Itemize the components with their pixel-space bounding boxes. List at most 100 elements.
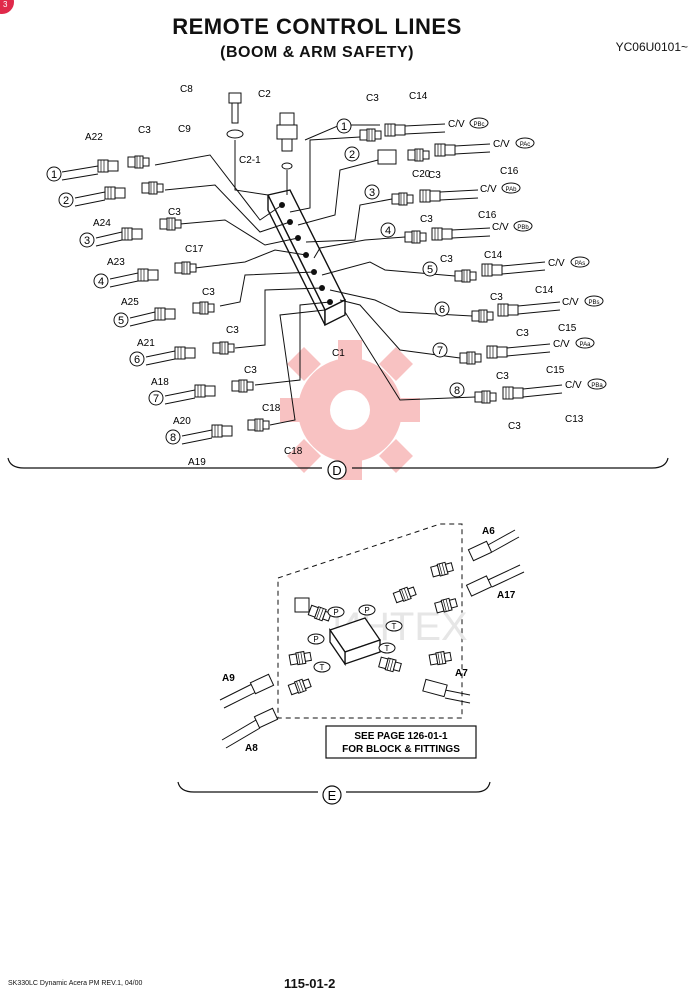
svg-text:T: T xyxy=(385,644,390,653)
fitting-c2 xyxy=(276,112,298,152)
svg-text:6: 6 xyxy=(134,354,140,366)
svg-text:2: 2 xyxy=(349,149,355,161)
svg-text:C/V: C/V xyxy=(548,258,565,269)
svg-text:C3: C3 xyxy=(226,325,239,336)
svg-text:C14: C14 xyxy=(484,250,503,261)
svg-text:3: 3 xyxy=(84,235,90,247)
svg-text:C3: C3 xyxy=(168,207,181,218)
svg-text:4: 4 xyxy=(98,276,104,288)
footer-model: SK330LC Dynamic Acera PM REV.1, 04/00 xyxy=(8,980,143,987)
o-ring-c2-1 xyxy=(281,162,293,170)
svg-text:C17: C17 xyxy=(185,244,204,255)
svg-text:A19: A19 xyxy=(188,457,206,468)
svg-text:7: 7 xyxy=(153,393,159,405)
svg-text:A20: A20 xyxy=(173,416,191,427)
see-page-note: SEE PAGE 126-01-1 FOR BLOCK & FITTINGS xyxy=(325,725,477,759)
view-d-label: D xyxy=(332,463,341,478)
svg-text:C3: C3 xyxy=(244,365,257,376)
svg-text:C16: C16 xyxy=(500,166,519,177)
svg-text:8: 8 xyxy=(170,432,176,444)
valve-block xyxy=(328,617,382,667)
svg-text:PAc: PAc xyxy=(520,142,531,148)
svg-text:PAb: PAb xyxy=(506,187,518,193)
svg-text:3: 3 xyxy=(369,187,375,199)
svg-text:P: P xyxy=(364,606,369,615)
svg-text:A21: A21 xyxy=(137,338,155,349)
svg-text:C3: C3 xyxy=(420,214,433,225)
left-circled-numbers: 1 2 3 4 5 6 7 8 xyxy=(46,166,181,445)
svg-text:C3: C3 xyxy=(366,93,379,104)
svg-text:A18: A18 xyxy=(151,377,169,388)
svg-text:SEE PAGE 126-01-1: SEE PAGE 126-01-1 xyxy=(354,731,448,742)
page-title: REMOTE CONTROL LINES xyxy=(172,14,462,39)
right-circled-numbers: 1 2 3 4 5 6 7 8 xyxy=(336,118,465,398)
svg-text:C14: C14 xyxy=(535,285,554,296)
svg-text:C20: C20 xyxy=(412,169,431,180)
svg-text:C/V: C/V xyxy=(448,119,465,130)
svg-text:C/V: C/V xyxy=(492,222,509,233)
view-e-fittings xyxy=(287,560,459,697)
left-routing-lines xyxy=(154,154,331,426)
view-e-dashed-frame xyxy=(277,523,463,719)
page-number: 115-01-2 xyxy=(284,976,336,991)
svg-text:A9: A9 xyxy=(222,673,235,684)
svg-text:A23: A23 xyxy=(107,257,125,268)
svg-text:PBb: PBb xyxy=(517,225,529,231)
svg-text:PAa: PAa xyxy=(580,342,592,348)
right-hoses xyxy=(384,123,563,400)
svg-text:C3: C3 xyxy=(440,254,453,265)
svg-text:C1: C1 xyxy=(332,348,345,359)
bolt-c8 xyxy=(228,92,242,124)
control-valve-port-labels: C/V PBc C/V PAc C/V PAb C/V PBb C/V PAs … xyxy=(448,117,607,391)
svg-text:PBs: PBs xyxy=(588,300,599,306)
union-c20 xyxy=(377,149,397,165)
svg-text:C3: C3 xyxy=(428,170,441,181)
svg-text:C15: C15 xyxy=(558,323,577,334)
svg-text:C3: C3 xyxy=(508,421,521,432)
part-callouts-d: C8 C9 C2 C2-1 C1 C3 C14 C3 C20 C3 C16 C3… xyxy=(85,84,584,468)
svg-text:C3: C3 xyxy=(138,125,151,136)
svg-text:P: P xyxy=(313,635,318,644)
svg-text:5: 5 xyxy=(118,315,124,327)
svg-text:C16: C16 xyxy=(478,210,497,221)
svg-text:C/V: C/V xyxy=(565,380,582,391)
svg-text:A8: A8 xyxy=(245,743,258,754)
part-callouts-e: A6 A17 A9 A7 A8 xyxy=(222,526,516,754)
svg-text:A25: A25 xyxy=(121,297,139,308)
view-d-bracket xyxy=(7,457,669,480)
svg-text:C/V: C/V xyxy=(480,184,497,195)
svg-text:C/V: C/V xyxy=(562,297,579,308)
port-markers: P P P T T T xyxy=(307,604,403,673)
svg-text:A22: A22 xyxy=(85,132,103,143)
svg-text:A6: A6 xyxy=(482,526,495,537)
svg-text:C2: C2 xyxy=(258,89,271,100)
svg-text:C2-1: C2-1 xyxy=(239,155,261,166)
svg-text:PBa: PBa xyxy=(591,383,603,389)
svg-text:C3: C3 xyxy=(202,287,215,298)
right-routing-lines xyxy=(289,136,476,401)
svg-text:C14: C14 xyxy=(409,91,428,102)
svg-text:1: 1 xyxy=(341,121,347,133)
svg-text:A17: A17 xyxy=(497,590,516,601)
svg-text:7: 7 xyxy=(437,345,443,357)
washer-c9 xyxy=(226,129,244,139)
svg-text:C15: C15 xyxy=(546,365,565,376)
svg-text:C8: C8 xyxy=(180,84,193,95)
drawing-code: YC06U0101~ xyxy=(615,40,688,54)
svg-text:PBc: PBc xyxy=(473,122,484,128)
svg-text:A7: A7 xyxy=(455,668,468,679)
svg-text:6: 6 xyxy=(439,304,445,316)
page-subtitle: (BOOM & ARM SAFETY) xyxy=(220,44,414,61)
svg-text:C3: C3 xyxy=(516,328,529,339)
watermark-gear-icon xyxy=(280,340,420,480)
svg-text:C3: C3 xyxy=(490,292,503,303)
svg-text:C/V: C/V xyxy=(493,139,510,150)
svg-text:C/V: C/V xyxy=(553,339,570,350)
svg-text:5: 5 xyxy=(427,264,433,276)
svg-text:T: T xyxy=(392,622,397,631)
view-e-label: E xyxy=(328,788,337,803)
svg-text:T: T xyxy=(320,663,325,672)
svg-text:C9: C9 xyxy=(178,124,191,135)
manifold-block-c1 xyxy=(266,189,346,327)
